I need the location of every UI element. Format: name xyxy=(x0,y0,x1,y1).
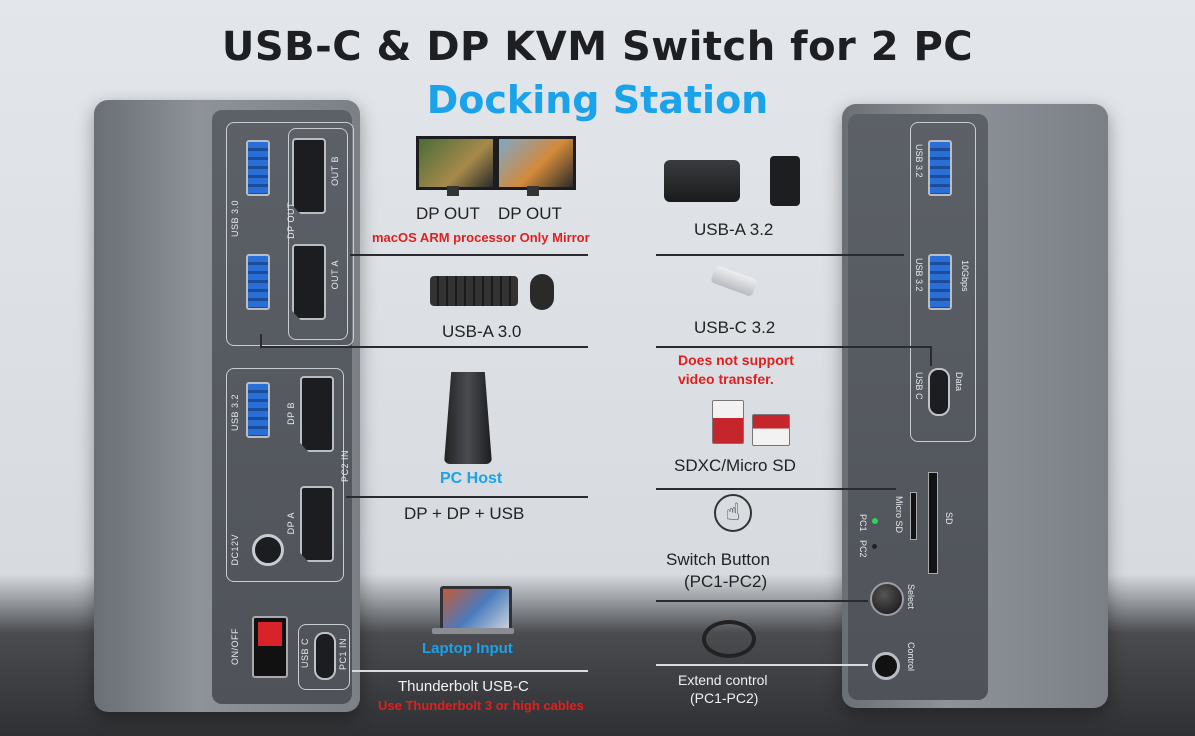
printer-icon xyxy=(664,160,740,202)
power-switch[interactable] xyxy=(252,616,288,678)
usba30-text: USB-A 3.0 xyxy=(442,322,522,341)
usbc-label: USB C xyxy=(300,638,310,669)
pc1-led xyxy=(872,518,878,524)
control-jack xyxy=(872,652,900,680)
upper-port-box xyxy=(226,122,354,346)
select-label: Select xyxy=(906,584,916,610)
laptop-base xyxy=(432,628,514,634)
usba32-line xyxy=(656,254,904,256)
switch-line xyxy=(656,600,868,602)
hdd-icon xyxy=(770,156,800,206)
onoff-label: ON/OFF xyxy=(230,628,240,665)
extend-control-text: Extend control xyxy=(678,672,768,688)
dp-a-port xyxy=(300,486,334,562)
microsd-slot xyxy=(910,492,917,540)
usba30-line xyxy=(262,346,588,348)
extend-line xyxy=(656,664,868,666)
thunderbolt-note: Use Thunderbolt 3 or high cables xyxy=(378,698,584,713)
dp-out-line xyxy=(350,254,588,256)
usb32-label: USB 3.2 xyxy=(230,394,240,432)
pc-tower-icon xyxy=(444,372,492,464)
pc-host-line xyxy=(346,496,588,498)
pc2-led xyxy=(872,544,877,549)
sd-text: SDXC/Micro SD xyxy=(674,456,796,475)
pc2-label: PC2 xyxy=(858,540,868,558)
pc2-in-label: PC2 IN xyxy=(340,450,350,483)
laptop-line xyxy=(352,670,588,672)
dp-b-label: DP B xyxy=(286,402,296,425)
usb32-mid-label: USB 3.2 xyxy=(914,258,924,292)
pc1-in-box xyxy=(298,624,350,690)
gbps-label: 10Gbps xyxy=(960,260,970,292)
usb30-label: USB 3.0 xyxy=(230,200,240,238)
left-port-panel: USB 3.0 DP OUT OUT B OUT A USB 3.2 DP B … xyxy=(212,110,358,710)
usb32-top-label: USB 3.2 xyxy=(914,144,924,178)
dc12v-label: DC12V xyxy=(230,534,240,566)
dp-out-b-port xyxy=(292,138,326,214)
mouse-icon xyxy=(530,274,554,310)
microsd-card-icon xyxy=(752,414,790,446)
usbc32-line-drop xyxy=(930,346,932,366)
usbc32-text: USB-C 3.2 xyxy=(694,318,776,337)
usbc32-line xyxy=(656,346,932,348)
usb30-port-1 xyxy=(246,140,270,196)
right-usbc-label: USB C xyxy=(914,372,924,400)
dp-out-note: macOS ARM processor Only Mirror xyxy=(372,230,590,245)
laptop-icon xyxy=(440,586,512,634)
page-subtitle: Docking Station xyxy=(426,78,769,122)
dp-b-port xyxy=(300,376,334,452)
out-b-label: OUT B xyxy=(330,156,340,186)
pc1-label: PC1 xyxy=(858,514,868,532)
dc-jack xyxy=(252,534,284,566)
dp-a-label: DP A xyxy=(286,512,296,535)
monitor-stand-2 xyxy=(527,186,539,196)
control-label: Control xyxy=(906,642,916,672)
keyboard-icon xyxy=(430,276,518,306)
usbc-note-1: Does not support xyxy=(678,352,794,368)
usba32-text: USB-A 3.2 xyxy=(694,220,774,239)
dp-out-text-2: DP OUT xyxy=(498,204,562,223)
right-port-panel: USB 3.2 USB 3.2 10Gbps USB C Data SD Mic… xyxy=(848,110,994,710)
usb32-port xyxy=(246,382,270,438)
usb32-mid-port xyxy=(928,254,952,310)
right-upper-box xyxy=(910,122,976,442)
switch-button-range: (PC1-PC2) xyxy=(684,572,768,591)
switch-button-text: Switch Button xyxy=(666,550,770,569)
sd-card-icon xyxy=(712,400,744,444)
usb-stick-icon xyxy=(710,265,758,297)
data-label: Data xyxy=(954,372,964,392)
pc-host-desc: DP + DP + USB xyxy=(404,504,525,523)
microsd-label: Micro SD xyxy=(894,496,904,534)
usb32-top-port xyxy=(928,140,952,196)
hand-tap-icon: ☝ xyxy=(714,494,752,532)
select-button[interactable] xyxy=(870,582,904,616)
sd-label: SD xyxy=(944,512,954,525)
thunderbolt-text: Thunderbolt USB-C xyxy=(398,678,529,695)
usbc-note-2: video transfer. xyxy=(678,371,774,387)
dp-out-text-1: DP OUT xyxy=(416,204,480,223)
dp-out-box xyxy=(288,128,348,340)
usb30-port-2 xyxy=(246,254,270,310)
pc-host-text: PC Host xyxy=(440,470,503,487)
pc2-in-box xyxy=(226,368,344,582)
pc1-in-label: PC1 IN xyxy=(338,638,348,671)
usbc-pc1-port xyxy=(314,632,336,680)
sd-slot xyxy=(928,472,938,574)
sd-line xyxy=(656,488,896,490)
power-switch-rocker xyxy=(258,622,282,646)
monitor-icon-1 xyxy=(416,136,496,190)
out-a-label: OUT A xyxy=(330,260,340,290)
dp-out-a-port xyxy=(292,244,326,320)
monitor-icon-2 xyxy=(496,136,576,190)
page-title: USB-C & DP KVM Switch for 2 PC xyxy=(221,24,974,70)
dp-out-label: DP OUT xyxy=(286,202,296,239)
monitor-stand-1 xyxy=(447,186,459,196)
extend-control-range: (PC1-PC2) xyxy=(690,690,759,706)
cable-icon xyxy=(702,620,756,658)
usba30-line-drop xyxy=(260,334,262,348)
right-usbc-port xyxy=(928,368,950,416)
laptop-input-text: Laptop Input xyxy=(422,640,513,657)
